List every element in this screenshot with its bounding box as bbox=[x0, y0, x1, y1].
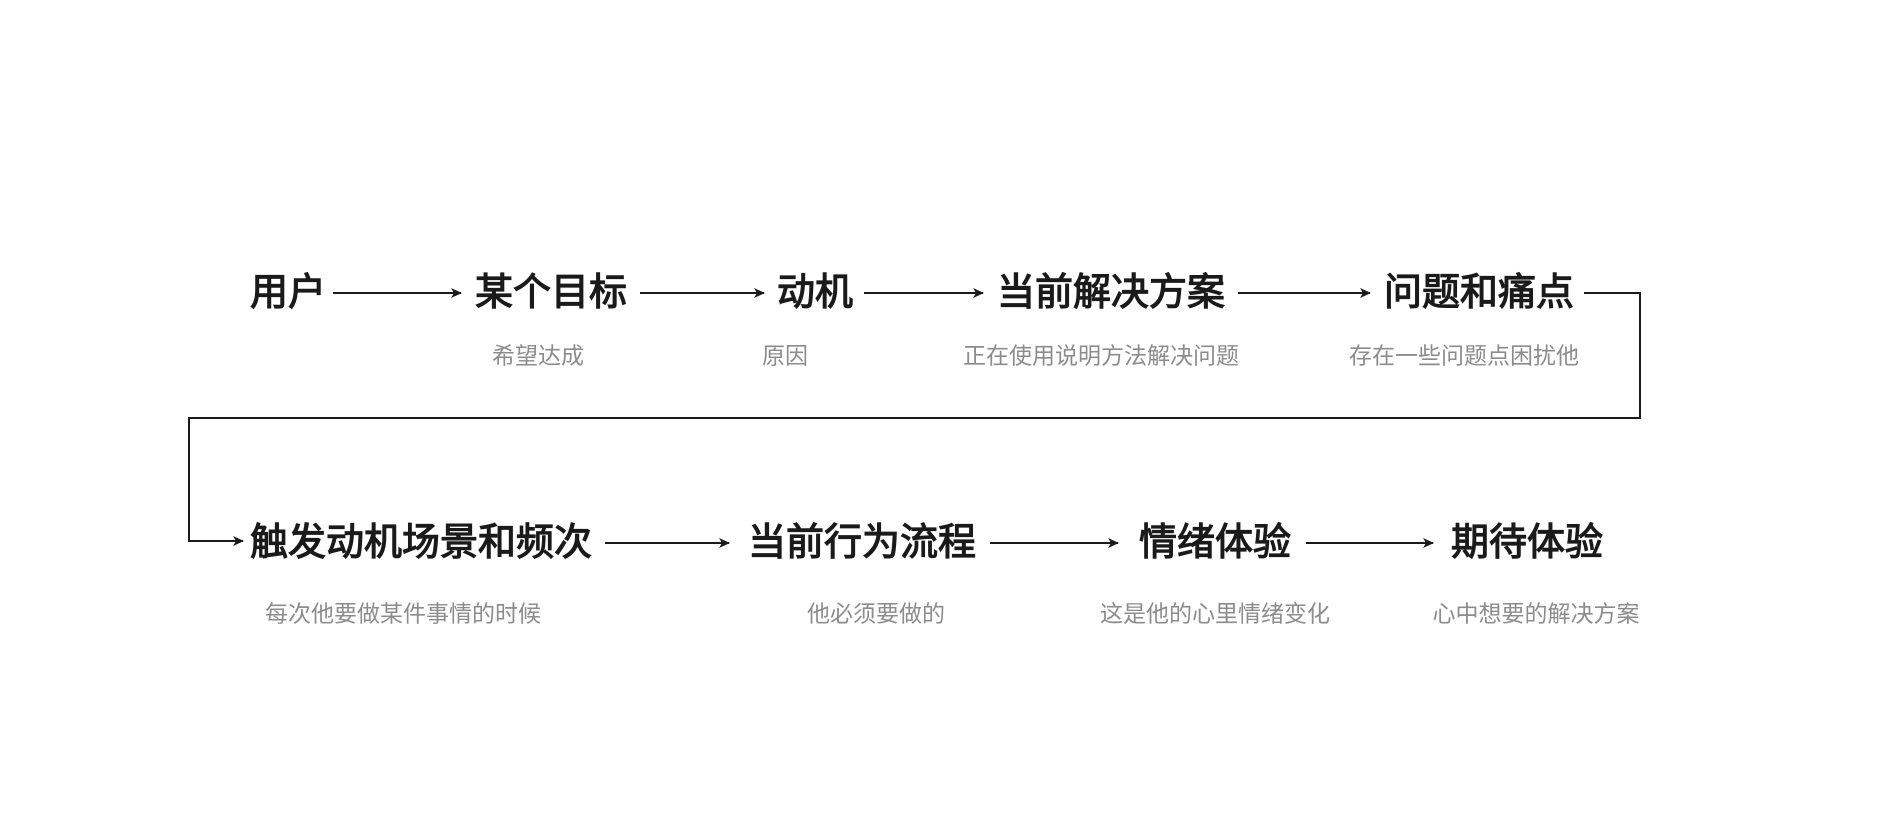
node-user: 用户 bbox=[249, 272, 327, 314]
node-pain-points: 问题和痛点 bbox=[1383, 272, 1575, 314]
node-current-solution: 当前解决方案 bbox=[996, 272, 1226, 314]
node-goal: 某个目标 bbox=[474, 272, 628, 314]
subtitle-current-behavior-flow: 他必须要做的 bbox=[807, 600, 945, 627]
subtitle-current-solution: 正在使用说明方法解决问题 bbox=[963, 342, 1239, 369]
subtitle-emotional-experience: 这是他的心里情绪变化 bbox=[1100, 600, 1330, 627]
subtitle-goal: 希望达成 bbox=[492, 342, 584, 369]
node-motivation: 动机 bbox=[776, 272, 854, 314]
node-expected-experience: 期待体验 bbox=[1450, 522, 1604, 564]
node-trigger-scene-frequency: 触发动机场景和频次 bbox=[249, 522, 593, 564]
node-current-behavior-flow: 当前行为流程 bbox=[747, 522, 977, 564]
connector-pain-to-trigger bbox=[188, 292, 1641, 546]
subtitle-pain-points: 存在一些问题点困扰他 bbox=[1349, 342, 1579, 369]
subtitle-expected-experience: 心中想要的解决方案 bbox=[1432, 600, 1640, 627]
node-emotional-experience: 情绪体验 bbox=[1138, 522, 1292, 564]
subtitle-motivation: 原因 bbox=[762, 342, 808, 369]
subtitle-trigger-scene-frequency: 每次他要做某件事情的时候 bbox=[265, 600, 541, 627]
